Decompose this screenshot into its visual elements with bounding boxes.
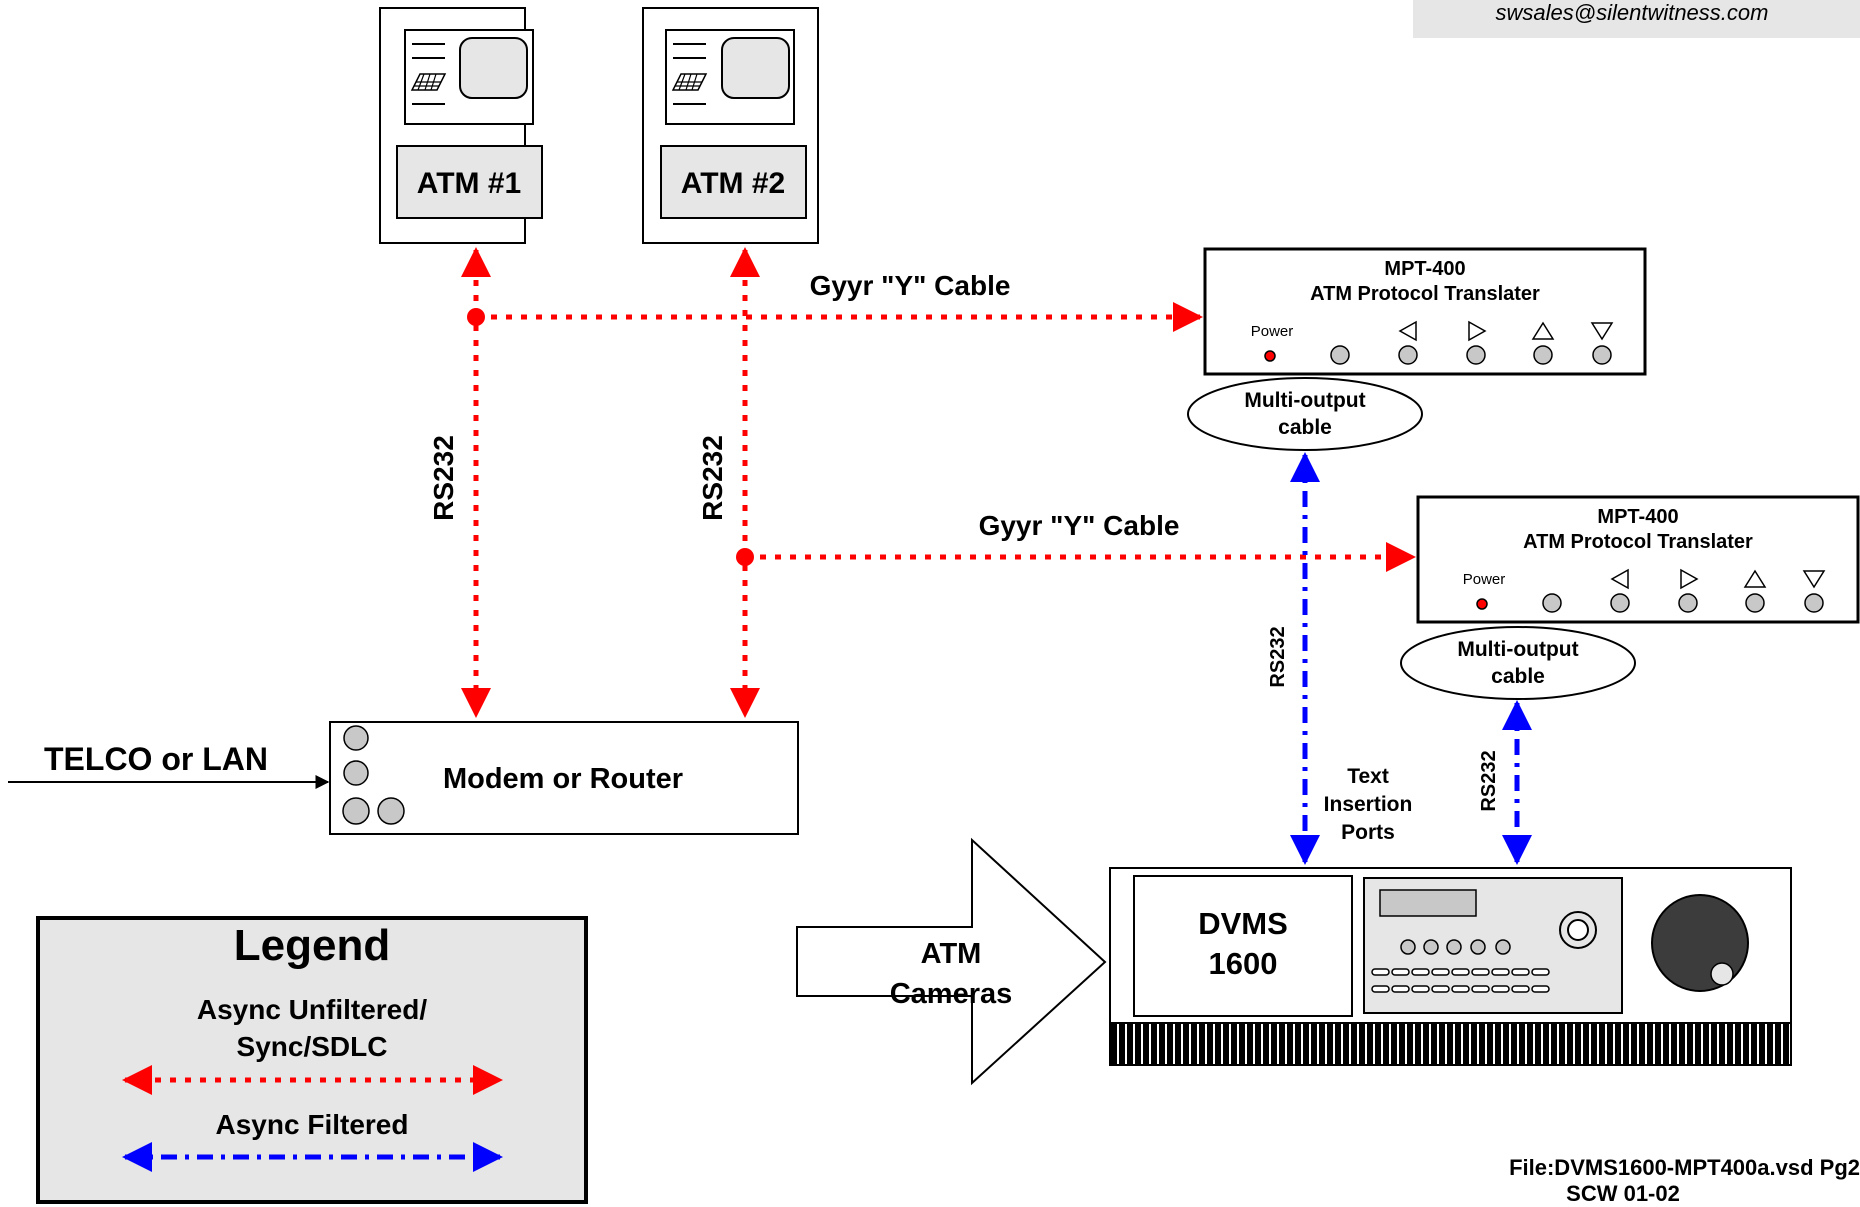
- gyyr-cable-label-2: Gyyr "Y" Cable: [979, 510, 1180, 541]
- rs232-label: RS232: [1478, 750, 1500, 811]
- modem-router: Modem or Router: [329, 721, 799, 835]
- dvms-1600-unit: DVMS 1600: [1109, 867, 1792, 1066]
- legend: Legend Async Unfiltered/ Sync/SDLC Async…: [36, 916, 588, 1204]
- indicator-icon: [343, 760, 369, 786]
- translator-button: [1398, 345, 1418, 365]
- atm-1-label: ATM #1: [417, 167, 521, 200]
- legend-item-1-line2: Sync/SDLC: [237, 1031, 388, 1062]
- translator-model: MPT-400: [1597, 506, 1678, 528]
- rs232-label: RS232: [428, 435, 459, 521]
- triangle-down-icon: [1590, 322, 1614, 341]
- text-insertion-ports-label: Text Insertion Ports: [1324, 765, 1413, 844]
- legend-item-2: Async Filtered: [216, 1109, 409, 1140]
- footer: File:DVMS1600-MPT400a.vsd Pg2 SCW 01-02: [1509, 1155, 1860, 1206]
- svg-text:cable: cable: [1491, 665, 1545, 688]
- translator-button: [1330, 345, 1350, 365]
- translator-button: [1745, 593, 1765, 613]
- power-led-icon: [1476, 598, 1488, 610]
- indicator-icon: [342, 797, 370, 825]
- keypad-icon: [410, 73, 447, 91]
- svg-text:Ports: Ports: [1341, 821, 1395, 844]
- email-text: swsales@silentwitness.com: [1496, 0, 1769, 25]
- translator-button: [1610, 593, 1630, 613]
- atm-cameras-arrow: ATM Cameras: [796, 837, 1107, 1086]
- svg-text:Text: Text: [1347, 765, 1389, 788]
- translator-model: MPT-400: [1384, 258, 1465, 280]
- multi-output-cable-1: Multi-output cable: [1187, 377, 1423, 451]
- async-filtered-links: [1290, 452, 1532, 865]
- svg-text:Cameras: Cameras: [890, 978, 1013, 1010]
- legend-item-1-line1: Async Unfiltered/: [197, 994, 427, 1025]
- power-led-icon: [1264, 350, 1276, 362]
- triangle-up-icon: [1531, 321, 1555, 340]
- indicator-icon: [377, 797, 405, 825]
- triangle-right-icon: [1468, 320, 1487, 342]
- triangle-left-icon: [1398, 320, 1417, 342]
- translator-button: [1804, 593, 1824, 613]
- atm-2-label: ATM #2: [681, 167, 785, 200]
- atm-1: ATM #1: [379, 7, 543, 244]
- svg-text:Multi-output: Multi-output: [1457, 638, 1578, 661]
- rs232-label: RS232: [697, 435, 728, 521]
- rs232-label: RS232: [1267, 626, 1289, 687]
- translator-name: ATM Protocol Translater: [1310, 283, 1540, 305]
- display-panel: [1379, 889, 1477, 917]
- keypad-icon: [671, 73, 708, 91]
- junction-dot: [467, 308, 485, 326]
- indicator-icon: [343, 725, 369, 751]
- translator-button: [1542, 593, 1562, 613]
- dvms-label-line2: 1600: [1209, 946, 1278, 981]
- triangle-right-icon: [1680, 568, 1699, 590]
- translator-button: [1592, 345, 1612, 365]
- triangle-up-icon: [1743, 569, 1767, 588]
- translator-button: [1678, 593, 1698, 613]
- svg-text:Insertion: Insertion: [1324, 793, 1413, 816]
- legend-title: Legend: [234, 921, 390, 970]
- multi-output-cable-2: Multi-output cable: [1400, 626, 1636, 700]
- vent-grille: [1109, 1022, 1792, 1066]
- junction-dot: [736, 548, 754, 566]
- dvms-label-line1: DVMS: [1198, 906, 1288, 941]
- gyyr-cable-label-1: Gyyr "Y" Cable: [810, 270, 1011, 301]
- footer-code: SCW 01-02: [1566, 1181, 1680, 1206]
- mpt-400-translator-2: MPT-400 ATM Protocol Translater Power: [1416, 495, 1860, 624]
- footer-file: File:DVMS1600-MPT400a.vsd Pg2: [1509, 1155, 1860, 1180]
- knob-icon: [1651, 894, 1749, 992]
- svg-text:Multi-output: Multi-output: [1244, 389, 1365, 412]
- translator-button: [1466, 345, 1486, 365]
- modem-label: Modem or Router: [443, 763, 683, 795]
- triangle-down-icon: [1802, 570, 1826, 589]
- translator-button: [1533, 345, 1553, 365]
- atm-2: ATM #2: [642, 7, 819, 244]
- email-header: swsales@silentwitness.com: [1413, 0, 1860, 38]
- power-label: Power: [1251, 323, 1294, 340]
- mpt-400-translator-1: MPT-400 ATM Protocol Translater Power: [1203, 247, 1647, 376]
- telco-label: TELCO or LAN: [44, 741, 268, 777]
- power-label: Power: [1463, 571, 1506, 588]
- svg-text:cable: cable: [1278, 416, 1332, 439]
- svg-text:ATM: ATM: [921, 938, 982, 970]
- translator-name: ATM Protocol Translater: [1523, 531, 1753, 553]
- triangle-left-icon: [1610, 568, 1629, 590]
